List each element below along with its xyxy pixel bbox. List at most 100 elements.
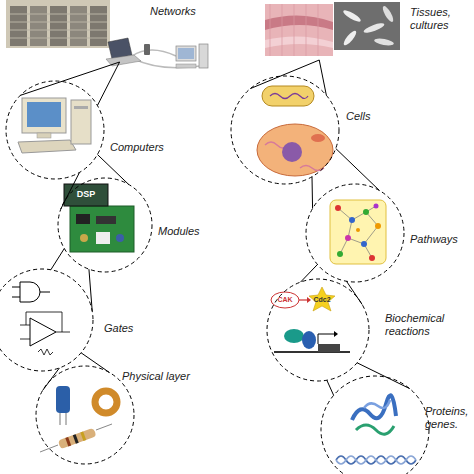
pathway-links [338,206,378,258]
micrograph [334,2,400,50]
reaction-arrowhead [307,297,311,303]
zoom-line [312,177,314,209]
server-rack [90,6,107,46]
transcription-arrowhead [334,331,338,337]
circuit-board [70,206,134,252]
transcription-arrow [318,334,334,344]
cdc2-kinase [309,287,335,311]
molecule [337,251,343,257]
zoom-line [357,363,410,389]
mitochondrion [311,134,325,142]
zoom-circle: Modules [57,177,153,273]
crt-monitor [22,98,66,133]
zoom-circle: Gates [0,268,94,372]
circle-outline [230,75,340,185]
circle-outline [35,365,135,465]
zoom-circle: Computers [5,80,105,180]
zoom-line [81,353,109,373]
rack-slots [10,14,107,38]
illustration-region: Tissues, cultures [262,0,474,60]
zoom-line [250,60,319,89]
level-label: Pathways [410,233,474,246]
chip [76,214,90,224]
pc-tower [71,100,91,144]
capacitor [56,386,70,413]
molecule [349,217,355,223]
circle-outline [305,183,405,283]
monitor [176,46,196,61]
circle-outline [320,375,430,474]
level-label: Networks [150,5,230,18]
dashed-circle [231,76,339,184]
zoom-circle: Biochemical reactions [266,278,370,382]
chip-label: DSP [64,188,108,200]
gene-box [318,344,340,352]
keyboard [176,64,196,68]
circle-outline [266,278,370,382]
resistor [58,428,97,449]
server-rack [30,6,47,46]
molecule [335,205,341,211]
molecule [363,209,369,215]
zoom-line [301,264,318,282]
pathway-panel [330,200,386,264]
nucleus [282,142,302,162]
tissue-layer [265,36,333,48]
cak-enzyme [271,292,299,308]
dashed-circle [321,376,429,474]
gate-wire [12,287,50,297]
toroid-inductor [95,391,117,413]
level-label: Proteins, genes. [425,405,474,431]
and-gate [20,282,40,302]
zoom-circle: Physical layer [35,365,135,465]
protein-ribbon [364,400,390,408]
molecule [369,255,375,261]
color-band [73,434,79,443]
resistor-body [58,428,97,449]
dashed-circle [36,366,134,464]
zoom-line [97,62,119,106]
resistor-symbol [38,349,53,355]
tower [199,44,208,68]
circle-outline [57,177,153,273]
bacterium-rod [342,8,362,23]
tissue-layer [265,15,333,30]
zoom-line [319,60,326,95]
bacterium-rod [381,5,395,24]
illustration-region: Networks [0,0,230,62]
bacterial-cell [262,86,314,106]
dna-helix [336,456,416,464]
keyboard [18,140,76,153]
protein-blob [302,331,316,349]
bacterium-rod [342,29,358,47]
tissue-image [265,4,333,56]
level-label: Physical layer [122,370,212,383]
dashed-circle [0,269,93,371]
zoom-circle: Proteins, genes. [320,375,430,474]
level-label: Computers [110,141,190,154]
monitor-stand [37,133,51,138]
dna-strand [270,94,308,99]
organelle [265,142,324,171]
zoom-line [51,249,64,270]
enzyme-label: CAK [271,295,299,305]
molecule [361,241,367,247]
level-label: Gates [104,322,154,335]
server-room [6,0,110,48]
kinase-label: Cdc2 [308,295,336,305]
level-label: Biochemical reactions [385,312,470,338]
dashed-circle [58,178,152,272]
bacterium-rod [363,21,386,34]
molecule [356,228,360,232]
server-rack [70,6,87,46]
server-rack [50,6,67,46]
dashed-circle [267,279,369,381]
server-rack [10,6,27,46]
connector [96,232,110,244]
level-label: Cells [346,110,396,123]
molecule [374,204,379,209]
circle-outline [0,268,94,372]
